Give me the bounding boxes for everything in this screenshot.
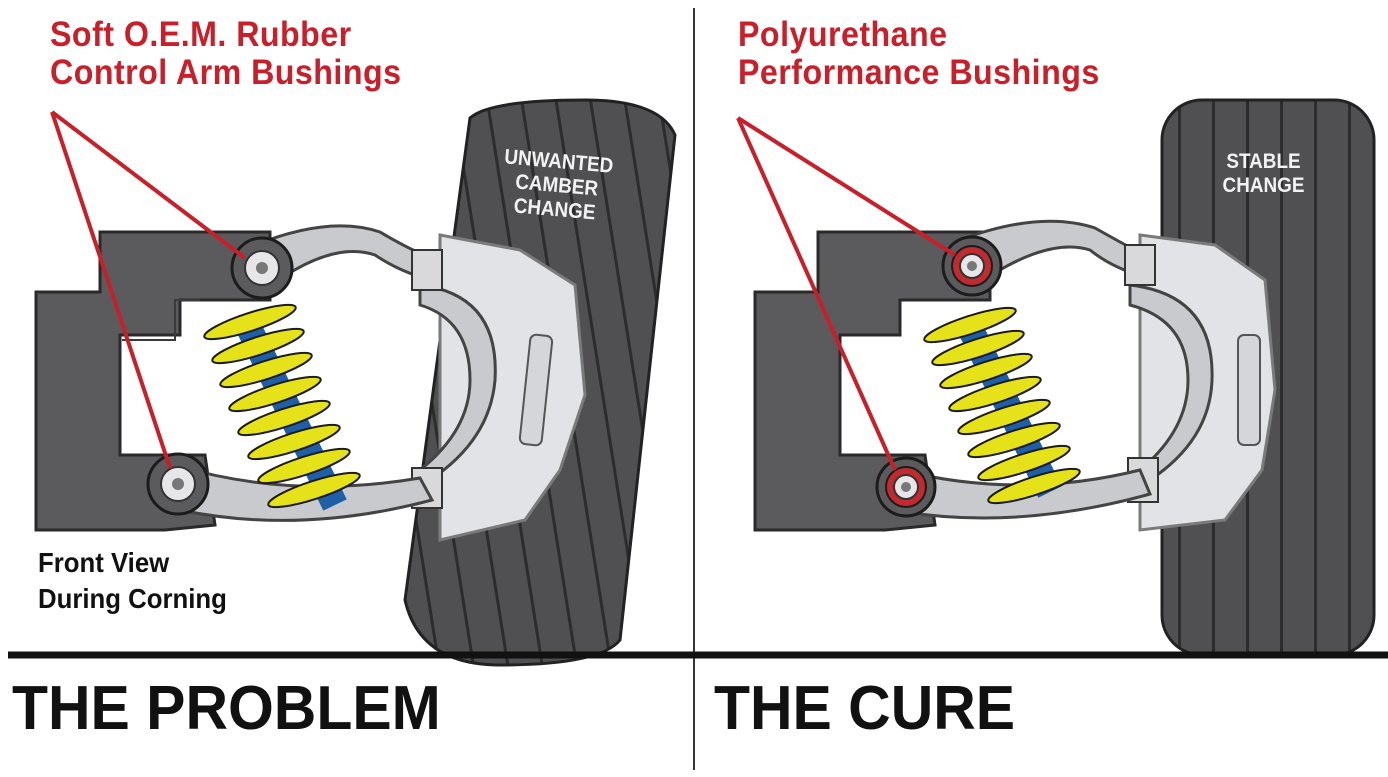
problem-heading: THE PROBLEM xyxy=(12,674,441,743)
upper-poly-bushing xyxy=(941,235,1003,297)
stable-change-label: STABLE CHANGE xyxy=(1223,150,1305,198)
upper-bushing xyxy=(230,236,294,300)
vehicle-frame-right xyxy=(753,230,992,532)
bushing-pointer-lines xyxy=(50,110,247,469)
coil-spring-right xyxy=(923,306,1081,505)
caption-line2: During Corning xyxy=(38,583,227,614)
problem-title-line2: Control Arm Bushings xyxy=(50,53,402,92)
problem-title: Soft O.E.M. Rubber Control Arm Bushings xyxy=(50,16,401,92)
cure-title: Polyurethane Performance Bushings xyxy=(738,16,1100,92)
caption-line1: Front View xyxy=(38,547,170,578)
cure-title-line1: Polyurethane xyxy=(738,15,948,54)
cure-heading: THE CURE xyxy=(714,674,1016,743)
vehicle-frame xyxy=(34,230,272,532)
stable-label-line2: CHANGE xyxy=(1222,174,1305,197)
unwanted-camber-label: UNWANTED CAMBER CHANGE xyxy=(499,145,614,226)
lower-bushing xyxy=(146,452,210,516)
problem-title-line1: Soft O.E.M. Rubber xyxy=(50,15,352,54)
cure-title-line2: Performance Bushings xyxy=(738,53,1100,92)
stable-label-line1: STABLE xyxy=(1226,150,1301,173)
coil-spring xyxy=(203,303,361,511)
bushing-pointer-lines-right xyxy=(736,116,957,471)
view-caption: Front View During Corning xyxy=(38,545,227,617)
cure-illustration xyxy=(736,98,1376,657)
lower-poly-bushing xyxy=(875,456,937,518)
